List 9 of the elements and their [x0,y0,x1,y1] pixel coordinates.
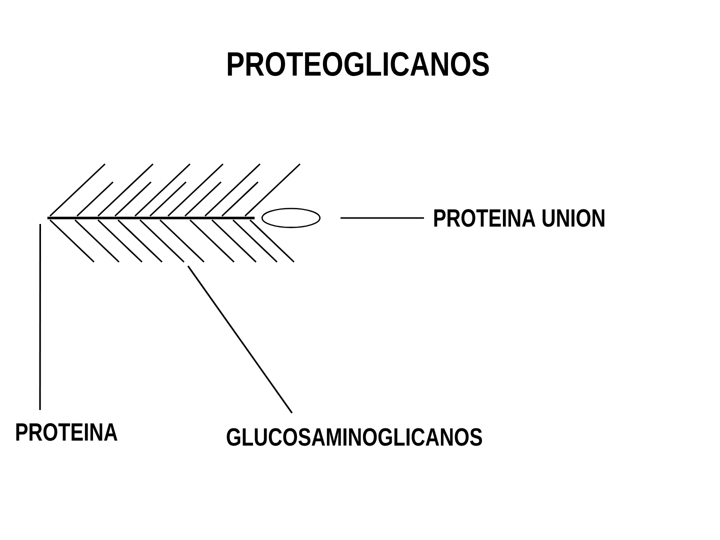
link-protein-ellipse [261,208,321,228]
core-protein-line [47,216,255,220]
leader-line [340,217,424,219]
label: PROTEINA [16,423,118,441]
label: PROTEINA UNION [434,209,604,227]
label: GLUCOSAMINOGLICANOS [226,428,482,446]
title: PROTEOGLICANOS [228,52,489,76]
leader-line [187,266,293,414]
leader-line [39,224,41,410]
